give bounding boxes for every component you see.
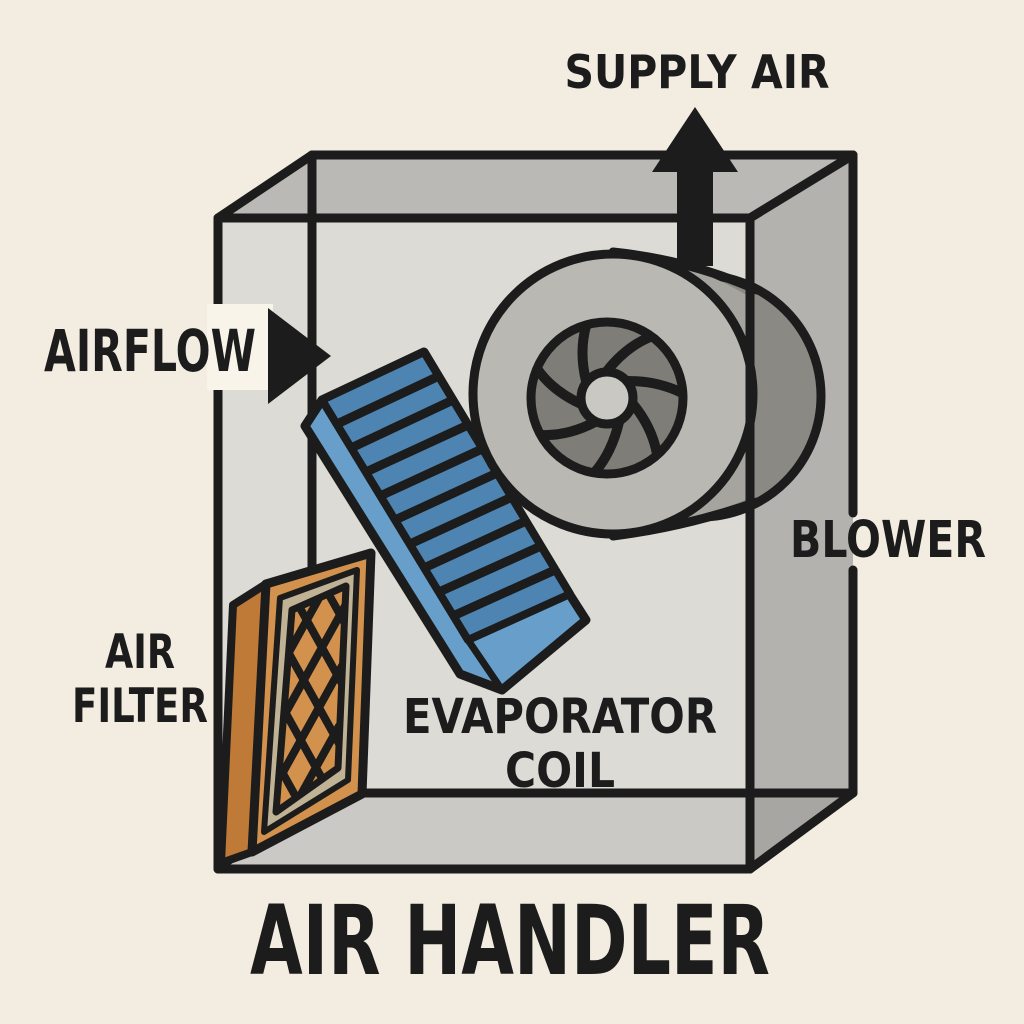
supply-arrow-head-icon	[652, 107, 738, 172]
cabinet-floor	[218, 793, 750, 869]
air-filter-label-line2: FILTER	[72, 679, 208, 734]
cabinet-top-right-diagonal	[745, 150, 858, 223]
evaporator-coil-label-line1: EVAPORATOR	[403, 689, 717, 745]
blower	[468, 247, 826, 541]
airflow-label: AIRFLOW	[44, 317, 256, 385]
coil-end-fold	[464, 636, 506, 694]
coil-fins	[335, 371, 557, 621]
airflow-arrow	[207, 304, 331, 404]
supply-arrow-shaft	[677, 168, 713, 266]
blower-label: BLOWER	[790, 511, 986, 570]
blower-hub	[576, 367, 638, 429]
evaporator-coil	[300, 347, 591, 695]
cabinet-top-left-diagonal	[213, 150, 317, 223]
air-filter	[217, 548, 376, 867]
airflow-label-backing	[207, 304, 273, 390]
page-title: AIR HANDLER	[250, 885, 770, 997]
supply-air-label: SUPPLY AIR	[565, 45, 830, 99]
evaporator-coil-label-line2: COIL	[505, 743, 615, 799]
airflow-arrow-head-icon	[268, 308, 331, 404]
supply-air-arrow	[652, 107, 738, 266]
air-filter-label-line1: AIR	[105, 625, 175, 680]
cabinet-bottom-right-diagonal	[745, 788, 858, 874]
blower-fan-blades	[533, 321, 687, 477]
